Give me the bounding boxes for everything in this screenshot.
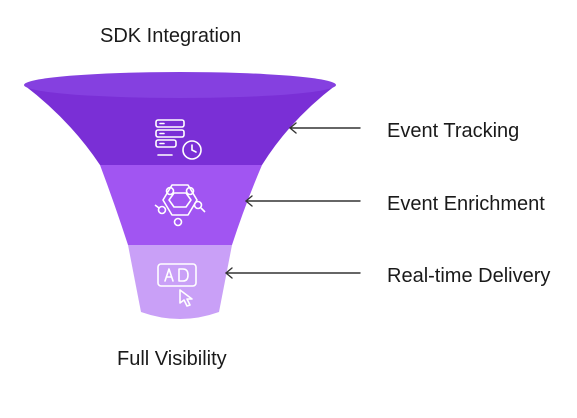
stage-label-event-enrichment: Event Enrichment (387, 193, 545, 215)
funnel-stage-event-enrichment (100, 165, 262, 245)
hexagon-network-icon (154, 184, 206, 227)
stage-label-event-tracking: Event Tracking (387, 120, 520, 142)
server-clock-icon (155, 119, 202, 160)
arrowhead-real-time-delivery (225, 267, 233, 279)
funnel-bottom-label: Full Visibility (117, 348, 227, 370)
ad-click-icon (157, 263, 197, 307)
funnel-stage-event-tracking (24, 85, 336, 165)
arrowhead-event-tracking (289, 122, 297, 134)
funnel-top-label: SDK Integration (100, 25, 242, 47)
stage-label-real-time-delivery: Real-time Delivery (387, 265, 551, 287)
funnel-rim (24, 72, 336, 98)
arrowhead-event-enrichment (245, 195, 253, 207)
funnel-stage-real-time-delivery (128, 245, 232, 319)
stage-arrows (225, 122, 361, 279)
